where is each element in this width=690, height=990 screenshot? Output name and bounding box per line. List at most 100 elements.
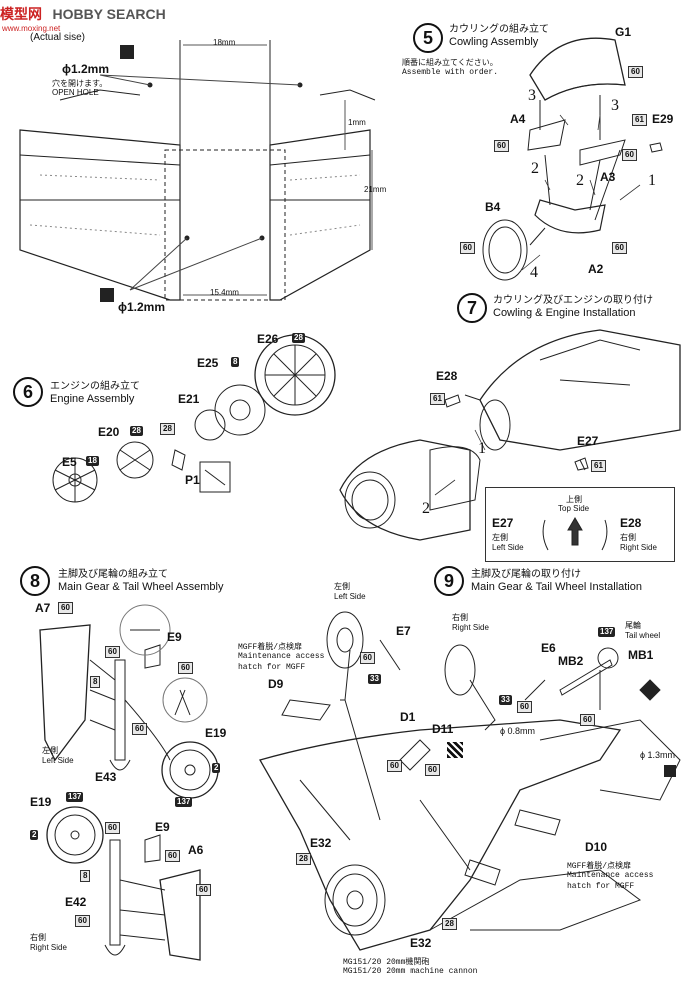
step5-title-jp: カウリングの組み立て — [449, 24, 549, 35]
left-gear-drawing — [39, 604, 219, 799]
paint-tail-137: 137 — [598, 627, 616, 637]
paint-b4: 60 — [460, 242, 475, 254]
step8-right-side-en: Right Side — [30, 943, 67, 952]
step9-title: 主脚及び尾輪の取り付け Main Gear & Tail Wheel Insta… — [471, 569, 642, 593]
hole-icon-3 — [664, 765, 676, 777]
part-mb2: MB2 — [558, 654, 584, 668]
step8-title-jp: 主脚及び尾輪の組み立て — [58, 569, 168, 580]
order-1: 1 — [648, 172, 656, 189]
hole1-en: OPEN HOLE — [52, 88, 99, 97]
legend-top-jp: 上側 — [566, 495, 582, 504]
part-d9: D9 — [268, 677, 284, 691]
tail-wheel-jp: 尾輪 — [625, 621, 641, 630]
paint-right-60b: 60 — [165, 850, 180, 862]
part-a7: A7 — [35, 601, 51, 615]
paint-a6: 60 — [196, 884, 211, 896]
step6-title-jp: エンジンの組み立て — [50, 381, 140, 392]
paint-right-60a: 60 — [105, 822, 120, 834]
step8-title-en: Main Gear & Tail Wheel Assembly — [58, 581, 224, 593]
paint-e20: 28 — [130, 426, 143, 436]
paint-e28: 61 — [430, 393, 445, 405]
step5-title-en: Cowling Assembly — [449, 36, 539, 48]
part-e26: E26 — [257, 332, 279, 346]
cannon-jp: MG151/20 20mm機関砲 — [343, 958, 430, 967]
step9-right-side-en: Right Side — [452, 623, 489, 632]
part-e19-right: E19 — [30, 795, 52, 809]
cowling-drawing — [482, 37, 663, 281]
step7-order-1: 1 — [478, 440, 486, 457]
hole-icon-2 — [100, 288, 114, 302]
part-e29: E29 — [652, 112, 674, 126]
hatch1-en1: Maintenance access — [238, 652, 325, 661]
engine-drawing — [52, 334, 336, 503]
order-4: 4 — [530, 264, 538, 281]
legend-left-code: E27 — [492, 516, 514, 530]
paint-e25: 8 — [231, 357, 240, 367]
paint-left-60a: 60 — [105, 646, 120, 658]
part-e21: E21 — [178, 392, 200, 406]
step8-number: 8 — [20, 566, 50, 596]
part-d1: D1 — [400, 710, 416, 724]
legend-drawing — [542, 517, 608, 551]
step8-left-side-en: Left Side — [42, 756, 74, 765]
paint-e9-left: 60 — [178, 662, 193, 674]
watermark-logo: 模型网 HOBBY SEARCH — [0, 4, 166, 24]
part-e9-right: E9 — [155, 820, 170, 834]
paint-33-right: 33 — [499, 695, 512, 705]
side-legend-box — [485, 487, 675, 562]
paint-right-8: 8 — [80, 870, 91, 882]
part-e43: E43 — [95, 770, 117, 784]
step8-title: 主脚及び尾輪の組み立て Main Gear & Tail Wheel Assem… — [58, 569, 223, 593]
paint-e27: 61 — [591, 460, 606, 472]
dim-21mm: 21mm — [364, 185, 387, 194]
part-a2: A2 — [588, 262, 604, 276]
hole-0-8mm: ϕ 0.8mm — [500, 726, 536, 736]
watermark-cn: 模型网 — [0, 6, 42, 22]
paint-a4: 60 — [494, 140, 509, 152]
part-e6: E6 — [541, 641, 556, 655]
legend-right-code: E28 — [620, 516, 642, 530]
striped-decal-icon — [447, 742, 463, 758]
paint-e21: 28 — [160, 423, 175, 435]
paint-left-8: 8 — [90, 676, 101, 688]
part-e20: E20 — [98, 425, 120, 439]
hatch1-en2: hatch for MGFF — [238, 663, 306, 672]
paint-left-60b: 60 — [132, 723, 147, 735]
step5-note-en: Assemble with order. — [402, 68, 499, 77]
order-2-right: 2 — [576, 172, 584, 189]
paint-33-left: 33 — [368, 674, 381, 684]
legend-top-en: Top Side — [558, 504, 590, 513]
hatch1-jp: MGFF着脱/点検扉 — [238, 643, 303, 652]
legend-left-en: Left Side — [492, 543, 524, 552]
dim-15-4mm: 15.4mm — [210, 288, 239, 297]
fuselage-drawing — [339, 329, 681, 541]
actual-size-label: (Actual sise) — [30, 32, 86, 43]
part-a3: A3 — [600, 170, 616, 184]
aircraft-underside-drawing — [259, 611, 681, 951]
part-mb1: MB1 — [628, 648, 654, 662]
step7-title: カウリング及びエンジンの取り付け Cowling & Engine Instal… — [493, 295, 653, 319]
part-d10: D10 — [585, 840, 608, 854]
hatch2-en1: Maintenance access — [567, 871, 654, 880]
step9-title-en: Main Gear & Tail Wheel Installation — [471, 581, 642, 593]
part-e32-b: E32 — [410, 936, 432, 950]
hole1-size: ϕ1.2mm — [62, 62, 110, 76]
part-d11: D11 — [432, 722, 454, 736]
watermark-en: HOBBY SEARCH — [52, 6, 166, 22]
part-e32-a: E32 — [310, 836, 332, 850]
paint-e32-a: 28 — [296, 853, 311, 865]
part-e19-left: E19 — [205, 726, 227, 740]
paint-e42: 60 — [75, 915, 90, 927]
paint-e19-right-2: 2 — [30, 830, 39, 840]
paint-e19-left-137: 137 — [175, 797, 193, 807]
hole1-jp: 穴を開けます。 — [52, 79, 108, 88]
step6-title-en: Engine Assembly — [50, 393, 135, 405]
step5-title: カウリングの組み立て Cowling Assembly — [449, 24, 549, 48]
paint-e26: 28 — [292, 333, 305, 343]
order-2-left: 2 — [531, 160, 539, 177]
step9-left-side-jp: 左側 — [334, 582, 350, 591]
part-e27: E27 — [577, 434, 599, 448]
paint-g1: 60 — [628, 66, 643, 78]
step7-title-en: Cowling & Engine Installation — [493, 307, 636, 319]
